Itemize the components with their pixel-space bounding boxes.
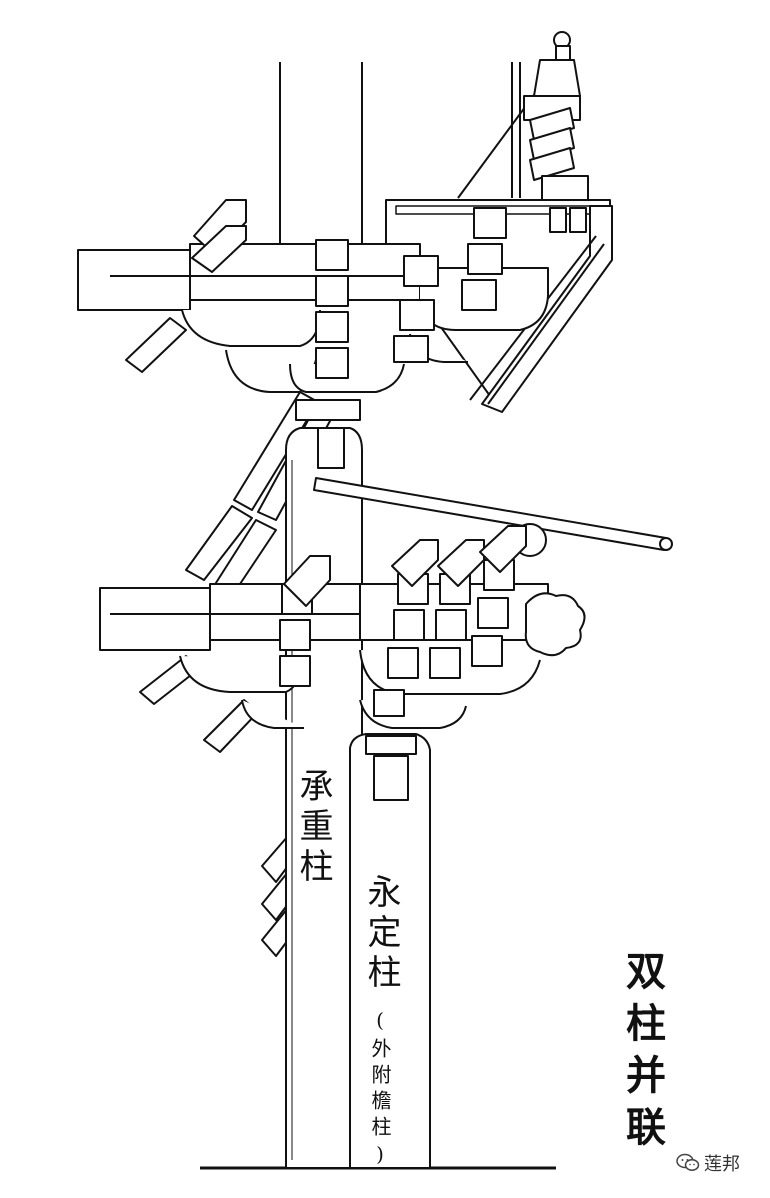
right-bracket <box>359 525 586 801</box>
upper-column <box>279 62 363 250</box>
wechat-icon <box>676 1153 700 1171</box>
main-column-label: 承重柱 <box>293 768 333 888</box>
roof-ornament <box>457 31 589 201</box>
eave-column <box>349 733 431 1169</box>
eave-column-label: 永定柱 <box>361 874 401 994</box>
watermark-text: 莲邦 <box>704 1154 740 1175</box>
middle-bracket <box>99 555 361 729</box>
eave-column-note: (外附檐柱) <box>368 1008 392 1172</box>
diagram-title: 双柱并联 <box>619 950 666 1158</box>
watermark: 莲邦 <box>676 1150 740 1176</box>
rafters-lower <box>261 835 289 957</box>
upper-bracket <box>77 199 549 469</box>
